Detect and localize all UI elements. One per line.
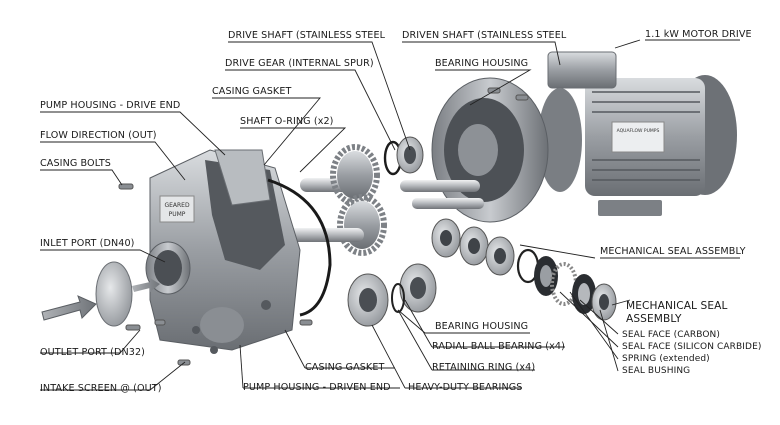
- label-motor-drive: 1.1 kW MOTOR DRIVE: [645, 29, 752, 40]
- label-spring: SPRING (extended): [622, 354, 710, 364]
- label-seal-bushing: SEAL BUSHING: [622, 366, 691, 376]
- label-outlet-port: OUTLET PORT (DN32): [40, 347, 146, 358]
- mechanical-seal-assembly: [516, 248, 617, 321]
- label-bearing-housing-bottom: BEARING HOUSING: [435, 321, 529, 332]
- label-mech-seal-assembly-b2: ASSEMBLY: [626, 313, 682, 325]
- flow-arrows: [41, 278, 160, 321]
- bearings-center: [347, 263, 437, 327]
- label-casing-gasket-bottom: CASING GASKET: [305, 362, 385, 373]
- label-flow-direction: FLOW DIRECTION (OUT): [40, 130, 157, 141]
- bearing-top: [396, 136, 424, 174]
- drive-gear: [264, 144, 387, 256]
- label-mech-seal-assembly-b1: MECHANICAL SEAL: [626, 300, 728, 312]
- pump-housing: GEARED PUMP: [145, 149, 301, 354]
- label-driven-shaft: DRIVEN SHAFT (STAINLESS STEEL: [402, 30, 567, 41]
- label-shaft-o-ring: SHAFT O-RING (x2): [240, 116, 334, 127]
- label-drive-shaft: DRIVE SHAFT (STAINLESS STEEL: [228, 30, 386, 41]
- label-heavy-duty-bearings: HEAVY-DUTY BEARINGS: [408, 382, 523, 393]
- leader-lines: [40, 39, 740, 391]
- label-inlet-port: INLET PORT (DN40): [40, 238, 135, 249]
- label-casing-bolts: CASING BOLTS: [40, 158, 111, 169]
- pump-plate-text-1: GEARED: [164, 202, 190, 209]
- motor-drive: AQUAFLOW PUMPS: [431, 51, 737, 223]
- motor-nameplate-text: AQUAFLOW PUMPS: [617, 128, 660, 134]
- label-bearing-housing-top: BEARING HOUSING: [435, 58, 529, 69]
- label-radial-ball-bearing: RADIAL BALL BEARING (x4): [432, 341, 565, 352]
- casing-gasket: [267, 178, 332, 317]
- pump-plate-text-2: PUMP: [169, 211, 186, 218]
- label-casing-gasket-top: CASING GASKET: [212, 86, 292, 97]
- label-retaining-ring: RETAINING RING (x4): [432, 362, 536, 373]
- label-seal-face-sic: SEAL FACE (SILICON CARBIDE): [622, 342, 762, 352]
- label-drive-gear: DRIVE GEAR (INTERNAL SPUR): [225, 58, 374, 69]
- label-mech-seal-assembly-a: MECHANICAL SEAL ASSEMBLY: [600, 246, 746, 257]
- bearings-right: [431, 218, 515, 276]
- intake-screen: [95, 261, 133, 327]
- label-seal-face-carbon: SEAL FACE (CARBON): [622, 330, 720, 340]
- label-intake-screen: INTAKE SCREEN @ (OUT): [40, 383, 162, 394]
- label-pump-housing-drive-end: PUMP HOUSING - DRIVE END: [40, 100, 181, 111]
- motor-shafts: [400, 180, 484, 209]
- label-pump-housing-driven-end: PUMP HOUSING - DRIVEN END: [243, 382, 391, 393]
